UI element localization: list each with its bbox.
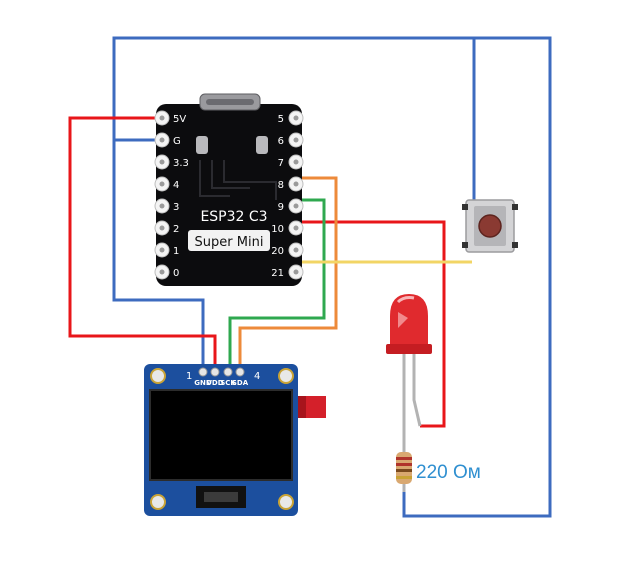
oled-pin-label: GND [194,379,212,387]
board-pin-label: 2 [173,224,179,235]
board-pin-label: 5V [173,114,186,125]
oled-marker-left: 1 [186,371,192,382]
board-pin-label: 4 [173,180,179,191]
led [386,294,432,427]
board-pin-hole [293,181,299,187]
oled-screen [150,390,292,480]
wire-gpio9-sda [228,198,326,370]
wire-gpio8-scl [238,176,338,370]
oled-header-pin [235,367,245,377]
board-pin-label: 5 [278,114,284,125]
board-pin-label: 6 [278,136,284,147]
oled-pin-label: SCK [220,379,236,387]
board-pin-hole [293,159,299,165]
board-pin-hole [159,159,165,165]
board-pin-label: 3.3 [173,158,189,169]
board-pin-hole [293,247,299,253]
oled-header-pin [223,367,233,377]
oled-header-pin [198,367,208,377]
board-pin-hole [159,225,165,231]
board-pin-hole [293,115,299,121]
resistor-label: 220 Ом [416,462,481,483]
board-pin-label: G [173,136,181,147]
board-pin-hole [293,225,299,231]
board-pin-label: 7 [278,158,284,169]
board-pin-label: 9 [278,202,284,213]
oled-header-pin [210,367,220,377]
board-pin-hole [159,203,165,209]
wire-5v-oled [68,116,217,370]
name-plate [188,230,270,251]
board-pin-hole [159,247,165,253]
board-pin-label: 1 [173,246,179,257]
chip-label: ESP32 C3 [200,209,267,225]
board-pin-hole [159,115,165,121]
board-pin-label: 0 [173,268,179,279]
oled-pin-label: VDD [206,379,223,387]
name-label: Super Mini [195,235,264,250]
board-pin-label: 10 [271,224,284,235]
oled-pin-label: SDA [232,379,249,387]
board-pin-hole [159,269,165,275]
board-pin-label: 3 [173,202,179,213]
board-pin-label: 21 [271,268,284,279]
button-cap [478,214,502,238]
board-pin-hole [293,203,299,209]
push-button [462,199,518,253]
resistor: 220 Ом [396,420,481,492]
board-pin-hole [159,137,165,143]
board-pin-label: 8 [278,180,284,191]
board-pin-hole [293,137,299,143]
board-pin-hole [293,269,299,275]
oled-marker-right: 4 [254,371,260,382]
board-pin-hole [159,181,165,187]
wire-gpio10-led [296,220,446,428]
board-pin-label: 20 [271,246,284,257]
